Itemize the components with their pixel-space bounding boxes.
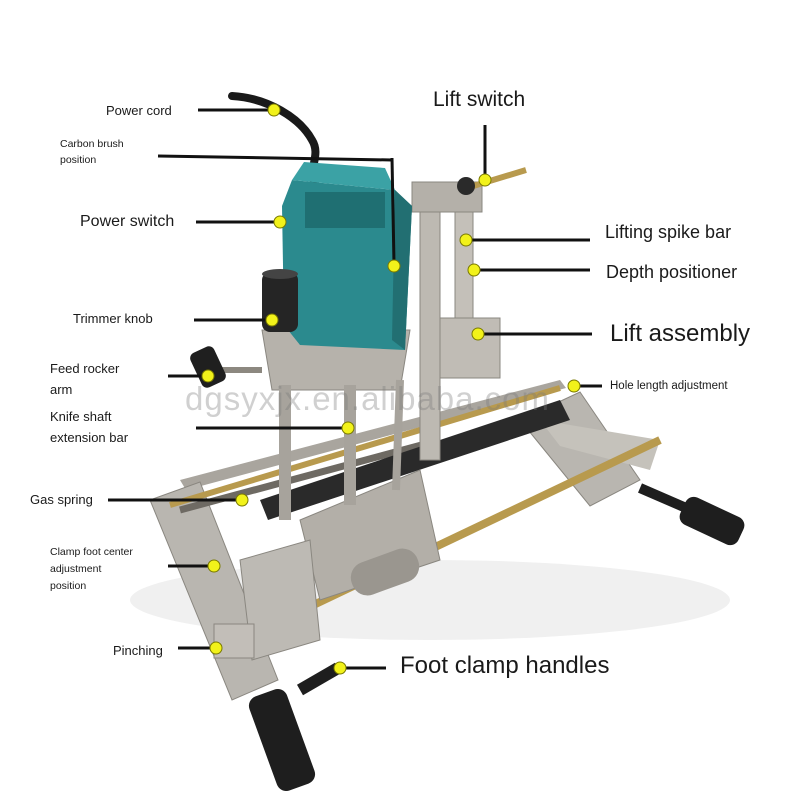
- carriage-cylinder: [350, 548, 420, 596]
- black-crossbar: [260, 400, 570, 520]
- motor-top: [292, 162, 395, 190]
- label-pinching: Pinching: [113, 643, 163, 658]
- label-clamp-foot-center: Clamp foot center adjustment position: [50, 546, 133, 592]
- marker-dots: [201, 103, 581, 675]
- motor-side: [392, 190, 412, 350]
- marker-depth-positioner: [467, 263, 481, 277]
- motor-vent: [305, 192, 385, 228]
- label-lift-assembly: Lift assembly: [610, 320, 751, 347]
- label-feed-rocker: Feed rocker arm: [50, 361, 120, 397]
- marker-hole-length: [567, 379, 581, 393]
- back-rail: [180, 380, 566, 490]
- label-gas-spring: Gas spring: [30, 492, 93, 507]
- leader-lines: [108, 108, 602, 670]
- label-knife-shaft: Knife shaft extension bar: [50, 409, 129, 445]
- label-lifting-spike-bar: Lifting spike bar: [605, 222, 732, 242]
- label-hole-length-adjustment: Hole length adjustment: [610, 380, 728, 392]
- label-foot-clamp-handles: Foot clamp handles: [400, 652, 610, 679]
- marker-clamp-foot: [207, 559, 221, 573]
- label-power-switch: Power switch: [80, 213, 175, 230]
- marker-lifting-spike: [459, 233, 473, 247]
- marker-gas-spring: [235, 493, 249, 507]
- lift-column-left: [419, 199, 441, 461]
- label-lift-switch: Lift switch: [433, 88, 526, 111]
- label-depth-positioner: Depth positioner: [606, 262, 738, 282]
- leader-carbon-brush: [157, 154, 393, 162]
- foot-clamp-handle-front: [248, 662, 342, 792]
- marker-trimmer-knob: [265, 313, 279, 327]
- motor-leg-mid: [392, 379, 404, 491]
- label-carbon-brush: Carbon brush position: [60, 138, 124, 166]
- lift-assembly-box: [439, 317, 501, 379]
- marker-lift-switch: [478, 173, 492, 187]
- watermark: dgsyxjx.en.alibaba.com: [185, 380, 551, 417]
- trimmer-knob-top: [262, 269, 298, 279]
- marker-feed-rocker: [201, 369, 215, 383]
- marker-carbon-brush: [387, 259, 401, 273]
- marker-lift-assembly: [471, 327, 485, 341]
- leader-carbon-brush-drop: [390, 157, 396, 265]
- marker-pinching: [209, 641, 223, 655]
- lift-switch-knob: [457, 177, 475, 195]
- marker-knife-shaft: [341, 421, 355, 435]
- label-trimmer-knob: Trimmer knob: [73, 311, 153, 326]
- label-power-cord: Power cord: [106, 103, 172, 118]
- marker-foot-clamp: [333, 661, 347, 675]
- marker-power-switch: [273, 215, 287, 229]
- back-brass-rail: [169, 385, 561, 508]
- foot-clamp-handle-back: [638, 483, 745, 546]
- marker-power-cord: [267, 103, 281, 117]
